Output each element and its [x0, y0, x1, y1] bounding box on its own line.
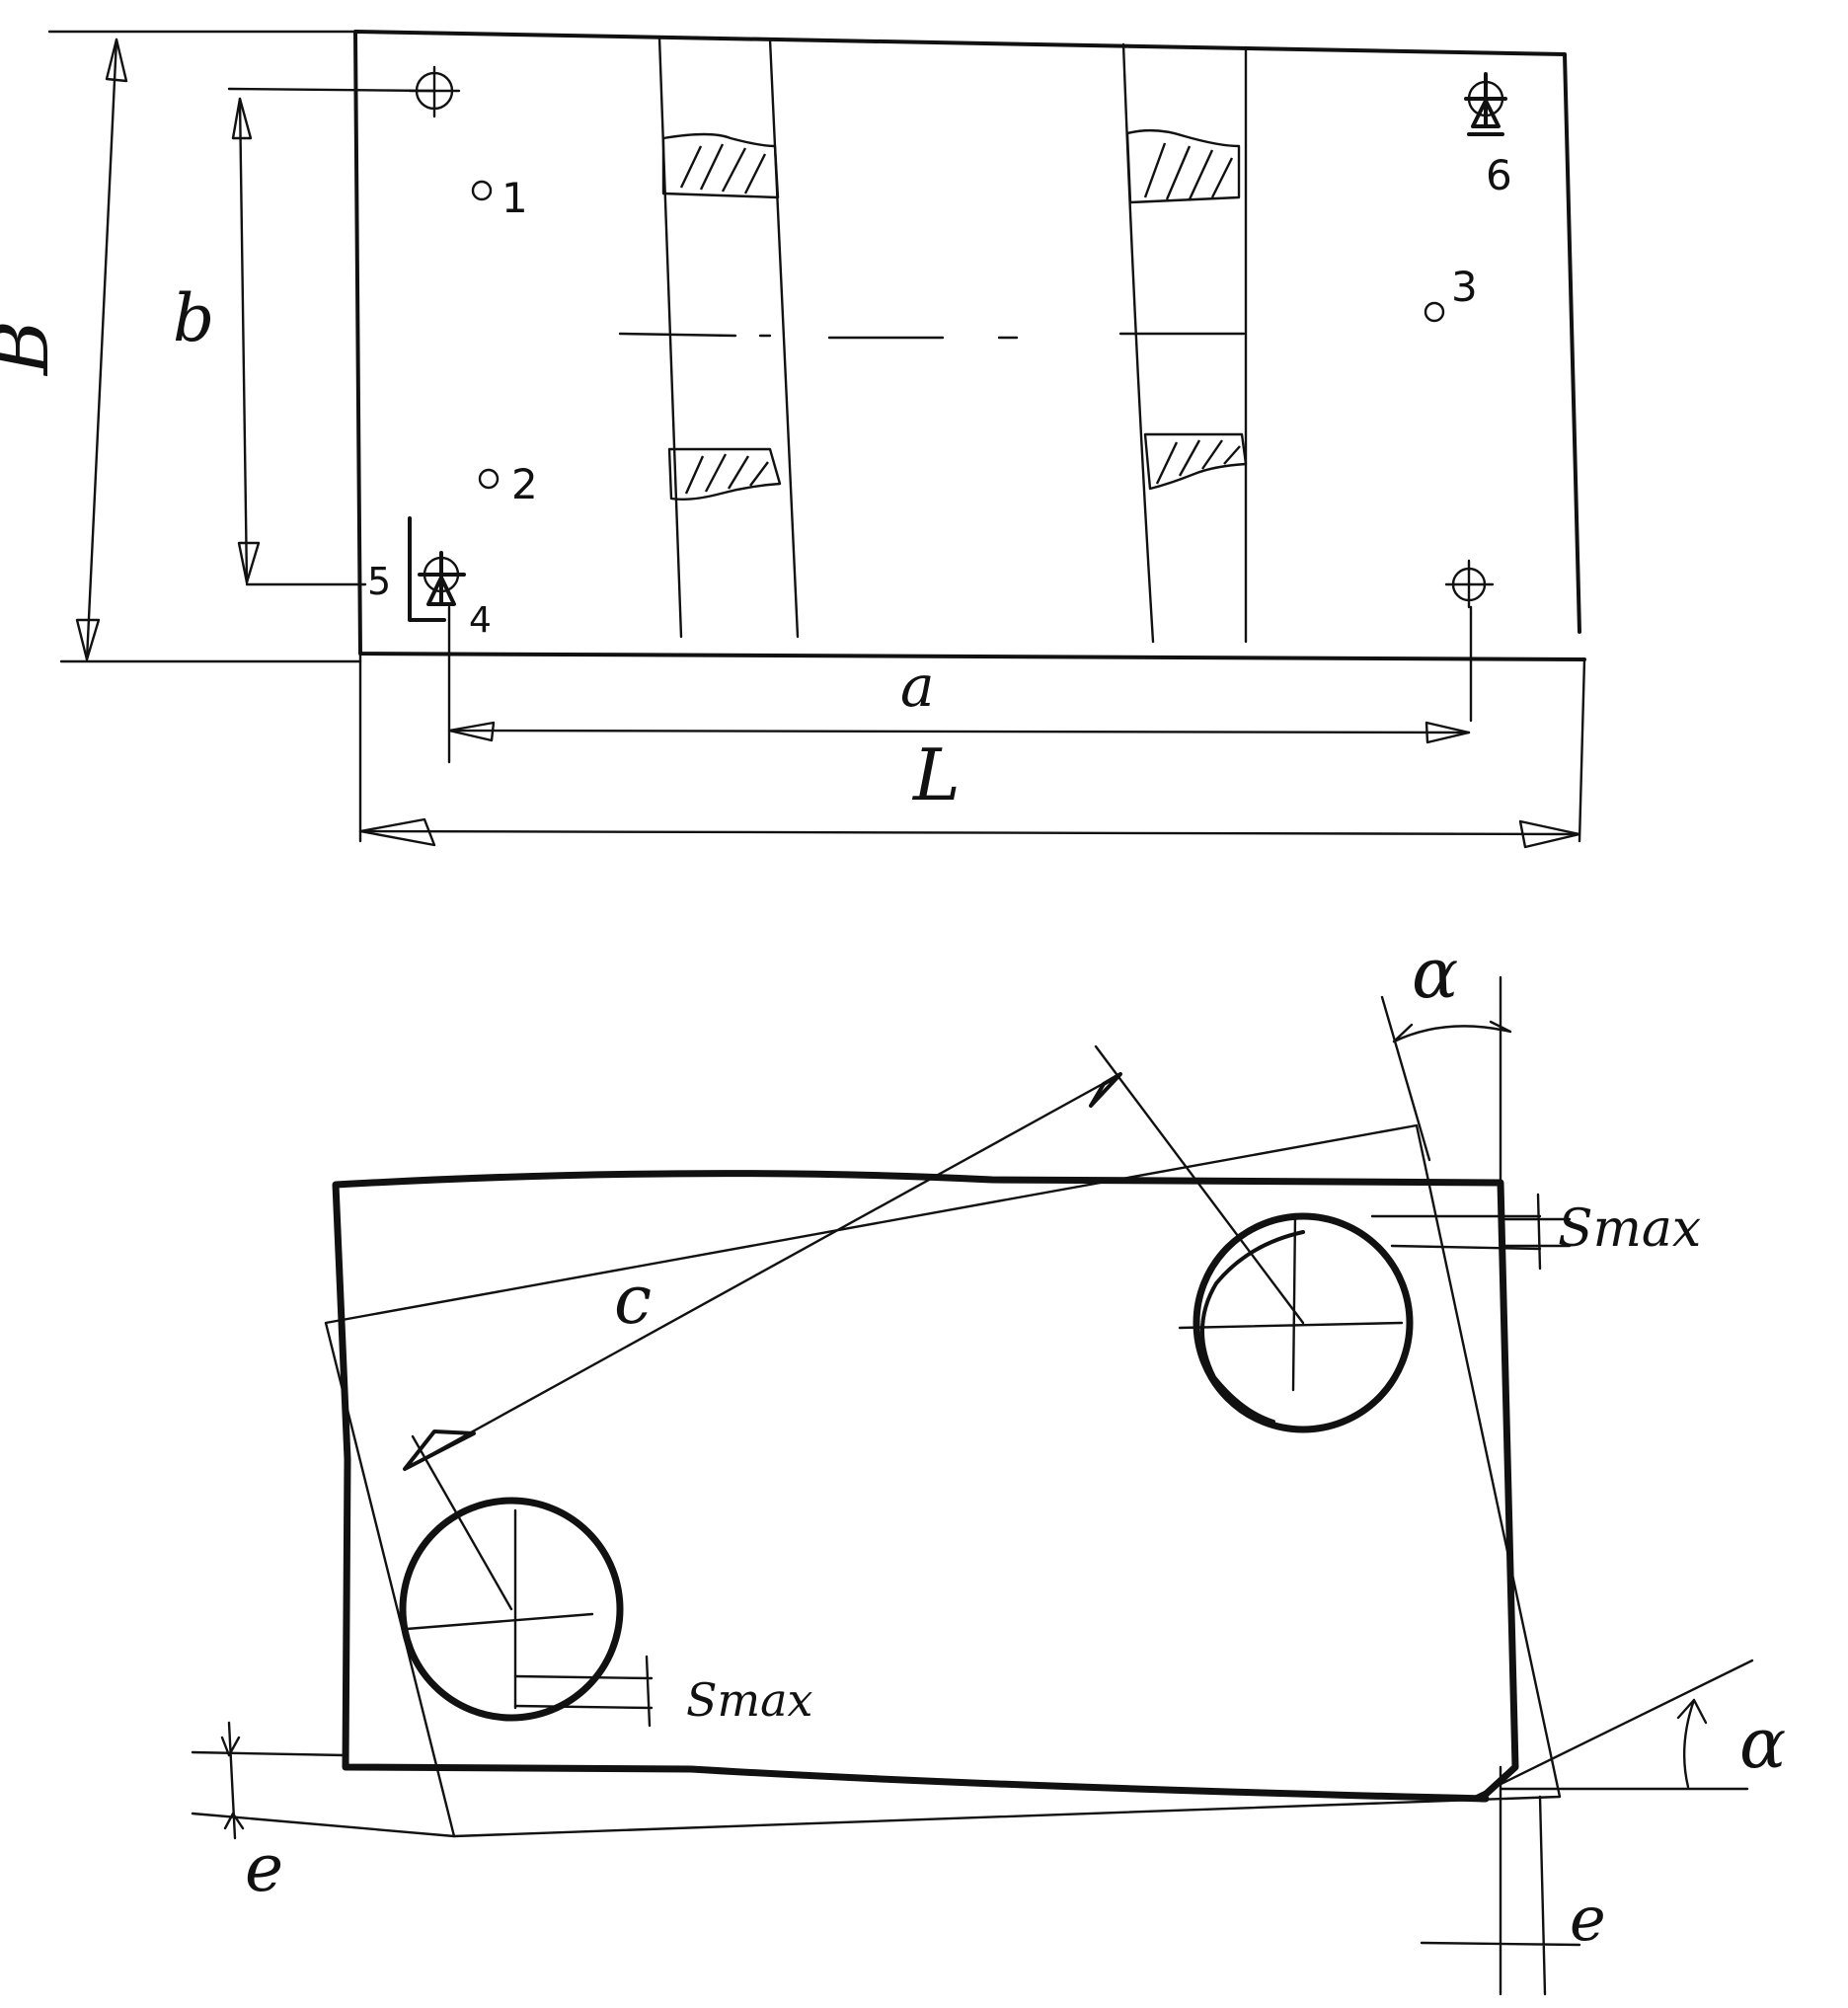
bottom-view: c α α e e Smax Sm	[191, 933, 1786, 1996]
hatch-left-upper	[661, 132, 780, 199]
dimension-label-L: L	[911, 734, 961, 816]
dimension-label-B: B	[0, 320, 65, 377]
hatch-left-lower	[667, 447, 782, 502]
point-label-5: 5	[367, 560, 391, 603]
nominal-part-outline	[332, 1170, 1519, 1803]
angle-alpha-top	[1380, 975, 1512, 1187]
point-label-4: 4	[469, 600, 492, 641]
dimension-label-b: b	[173, 280, 214, 356]
angle-label-alpha-right: α	[1739, 1703, 1786, 1784]
angle-alpha-right	[1469, 1659, 1754, 1801]
dimension-L	[358, 652, 1586, 849]
dimension-label-c: c	[614, 1262, 652, 1340]
clamp-point-3-icon	[1424, 301, 1445, 323]
rail-left-line-a	[657, 36, 683, 639]
clearance-label-smax-left: Smax	[686, 1673, 813, 1727]
hatch-right-lower	[1143, 432, 1248, 491]
clamp-point-2-icon	[478, 468, 500, 490]
clearance-smax-left	[513, 1655, 654, 1728]
hole-lower-left	[399, 1497, 624, 1722]
offset-e-bottom	[1420, 1765, 1581, 1996]
point-label-6: 6	[1486, 151, 1512, 199]
plate-outline	[353, 30, 1586, 661]
clearance-smax-right	[1370, 1193, 1572, 1271]
offset-label-e-left: e	[245, 1830, 283, 1906]
hole-upper-right	[1178, 1212, 1414, 1433]
clamp-point-1-icon	[471, 180, 493, 201]
top-view: 1 2 3 4 5 6 B b a L	[0, 30, 1586, 849]
dimension-label-a: a	[900, 653, 935, 720]
offset-label-e-bottom: e	[1570, 1883, 1606, 1955]
dimension-b	[227, 87, 436, 586]
angle-label-alpha-top: α	[1412, 933, 1458, 1014]
point-label-1: 1	[501, 174, 528, 222]
rail-right-line-a	[1121, 42, 1155, 644]
clearance-label-smax-right: Smax	[1558, 1199, 1701, 1259]
dimension-B	[47, 30, 362, 663]
centerline	[618, 332, 1246, 340]
locator-6-icon	[1464, 72, 1507, 136]
point-label-2: 2	[511, 460, 538, 508]
point-label-3: 3	[1451, 263, 1478, 311]
locator-4-5-icon	[408, 516, 466, 622]
rotated-part-outline	[324, 1123, 1562, 1838]
dimension-c	[403, 1044, 1305, 1611]
offset-e-left	[191, 1721, 456, 1840]
dimension-a	[447, 605, 1473, 764]
rail-left-line-b	[768, 38, 800, 639]
hatch-right-upper	[1125, 128, 1241, 204]
bushing-bottom-right-icon	[1444, 559, 1495, 609]
